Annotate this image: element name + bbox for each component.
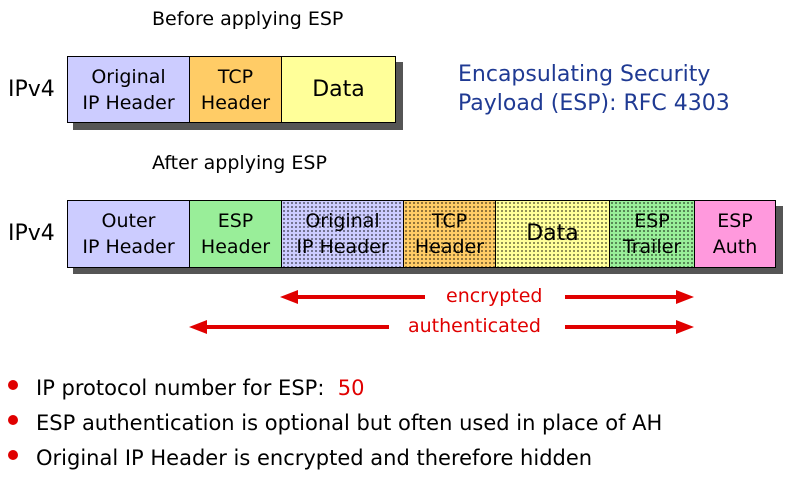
cell-label: ESP Header [200,210,271,258]
authenticated-label: authenticated [408,315,541,337]
cell-label: TCP Header [414,210,485,258]
cell-label: ESP Auth [712,210,758,258]
title-line-1: Encapsulating Security [458,62,711,87]
bullet-dot-icon [8,380,18,390]
diagram-title: Encapsulating Security Payload (ESP): RF… [458,60,730,118]
before-caption: Before applying ESP [152,8,344,30]
cell-label: ESP Trailer [622,210,682,258]
bullet-highlight: 50 [337,376,365,400]
encrypted-arrow-right-shaft [565,295,679,299]
after-esp-trailer: ESP Trailer [609,200,695,268]
cell-label: Data [526,221,579,246]
bullet-text: ESP authentication is optional but often… [36,411,663,435]
cell-label: Data [312,76,365,102]
cell-label: Original IP Header [82,65,175,114]
authenticated-arrow-right-head [676,320,694,334]
after-caption: After applying ESP [152,152,327,174]
title-line-2: Payload (ESP): RFC 4303 [458,91,730,116]
after-original-ip-header: Original IP Header [281,200,404,268]
cell-label: Original IP Header [296,210,389,258]
bullet-item: IP protocol number for ESP: 50 [8,376,364,400]
before-tcp-header: TCP Header [189,56,282,123]
bullet-dot-icon [8,415,18,425]
after-data: Data [495,200,610,268]
authenticated-arrow-left-shaft [205,325,389,329]
row-label-before: IPv4 [8,77,55,102]
bullet-dot-icon [8,450,18,460]
encrypted-arrow-left-shaft [296,295,425,299]
after-esp-auth: ESP Auth [694,200,776,268]
authenticated-arrow-left-head [189,320,207,334]
after-outer-ip-header: Outer IP Header [67,200,190,268]
bullet-item: Original IP Header is encrypted and ther… [8,446,592,470]
encrypted-arrow-left-head [280,290,298,304]
encrypted-label: encrypted [446,285,543,307]
cell-label: TCP Header [200,65,271,114]
after-tcp-header: TCP Header [403,200,496,268]
encrypted-arrow-right-head [676,290,694,304]
authenticated-arrow-right-shaft [565,325,679,329]
after-esp-header: ESP Header [189,200,282,268]
bullet-text: IP protocol number for ESP: [36,376,338,400]
row-label-after: IPv4 [8,221,55,246]
before-data: Data [281,56,396,123]
cell-label: Outer IP Header [82,210,175,258]
bullet-text: Original IP Header is encrypted and ther… [36,446,593,470]
bullet-item: ESP authentication is optional but often… [8,411,662,435]
